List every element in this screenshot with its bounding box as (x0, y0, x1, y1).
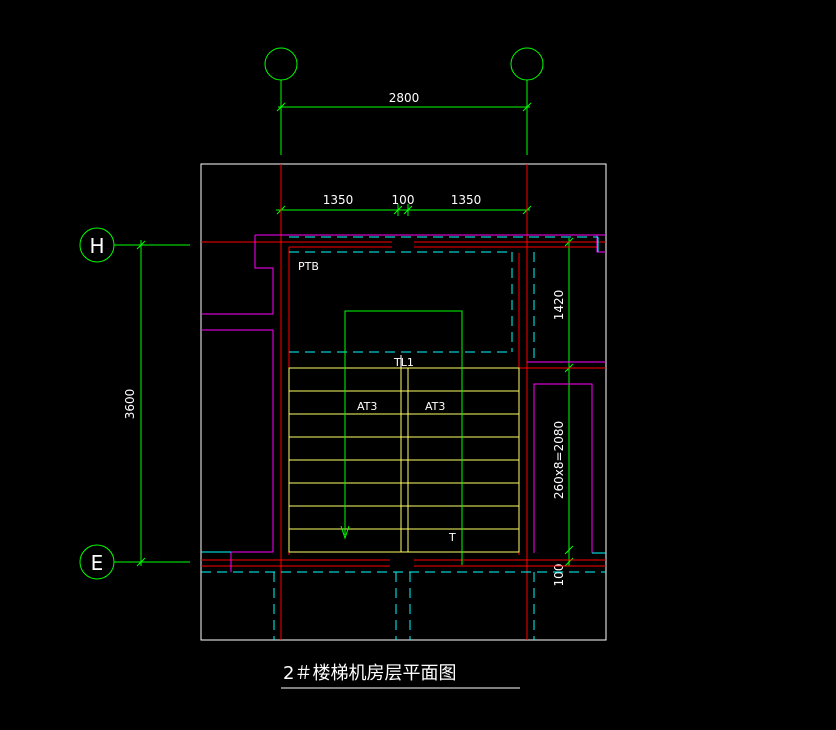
dimension-chain-depth: 1420 260x8=2080 100 (552, 237, 574, 587)
dim-text-overall-width: 2800 (389, 91, 420, 105)
dim-text-width-right: 1350 (451, 193, 482, 207)
drawing-title: 2＃楼梯机房层平面图 (283, 663, 456, 684)
axis-bubble-e: E (79, 544, 115, 580)
dim-text-width-mid: 100 (392, 193, 415, 207)
axis-label-h: H (89, 234, 104, 258)
label-flight-right: AT3 (425, 400, 445, 413)
dim-text-bottom-offset: 100 (552, 564, 566, 587)
label-direction: T (448, 531, 456, 544)
axis-label-e: E (91, 551, 104, 575)
hidden-beams (201, 236, 606, 640)
dim-text-width-left: 1350 (323, 193, 354, 207)
axis-bubble-top-right (510, 47, 544, 81)
axis-lines (114, 80, 528, 563)
dimension-overall-depth: 3600 (123, 240, 146, 567)
plan-boundary (200, 163, 607, 641)
stair-flights (288, 367, 520, 553)
dimension-overall-width: 2800 (276, 91, 532, 112)
dim-text-landing-depth: 1420 (552, 290, 566, 321)
axis-bubble-top-left (264, 47, 298, 81)
partition-walls (201, 234, 606, 572)
axis-bubble-h: H (79, 227, 115, 263)
stair-walk-line (340, 310, 463, 565)
label-flight-left: AT3 (357, 400, 377, 413)
label-stair-beam: TL1 (393, 356, 414, 369)
dim-text-overall-depth: 3600 (123, 389, 137, 420)
label-platform-slab: PTB (298, 260, 319, 273)
dim-text-flight-run: 260x8=2080 (552, 421, 566, 499)
dimension-chain-width: 1350 100 1350 (276, 193, 532, 216)
